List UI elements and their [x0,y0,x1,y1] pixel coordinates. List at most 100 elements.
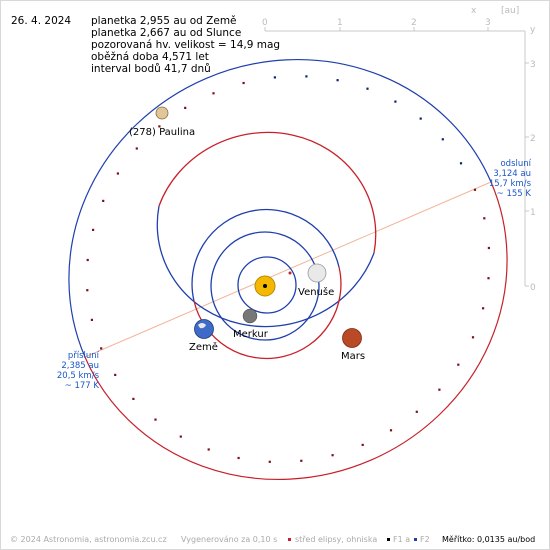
orbit-point [154,418,157,421]
scale-readout: Měřítko: 0,0135 au/bod [442,535,536,544]
legend-f2-marker [414,538,417,541]
y-tick-label: 0 [530,283,536,293]
aphelion-note: odsluní 3,124 au 15,7 km/s ~ 155 K [487,159,531,199]
orbit-point [366,87,369,90]
earth-distance-text: planetka 2,955 au od Země [91,15,237,27]
y-tick-label: 2 [530,134,536,144]
x-tick-label: 3 [485,18,491,28]
asteroid-label: (278) Paulina [129,127,195,138]
orbit-point [459,162,463,165]
legend-f1-marker [387,538,390,541]
orbit-point [92,228,95,231]
orbit-point [415,410,418,413]
generated-time-text: Vygenerováno za 0,10 s [181,535,278,544]
orbit-point [90,318,93,321]
point-interval-text: interval bodů 41,7 dnů [91,63,211,75]
legend-f2-text: F2 [420,535,430,544]
perihelion-note: přísluní 2,385 au 20,5 km/s ~ 177 K [55,351,99,391]
orbit-point [114,373,117,376]
legend-f1-text: F1 a [393,535,411,544]
orbit-point [473,188,477,191]
orbit-point [487,246,490,250]
aphelion-temperature: ~ 155 K [496,189,531,199]
earth-label: Země [189,341,218,353]
y-axis-label: y [530,25,536,35]
orbit-point [394,100,397,103]
orbit-point [300,459,303,462]
perihelion-temperature: ~ 177 K [64,381,99,391]
orbit-point [273,76,276,79]
mercury-label: Merkur [233,329,269,340]
x-axis-ticks [264,27,489,31]
mars-orbit-red [158,131,377,254]
orbit-point [268,460,271,463]
orbit-point [132,397,135,400]
magnitude-text: pozorovaná hv. velikost = 14,9 mag [91,39,281,51]
orbit-point [158,125,161,128]
aphelion-speed: 15,7 km/s [488,179,531,189]
orbit-point [419,117,422,120]
orbit-interval-points [86,75,490,463]
orbit-point [482,307,485,310]
aphelion-distance: 3,124 au [493,169,531,179]
ellipse-center-marker [288,271,292,275]
legend-center-marker [288,538,291,541]
orbit-point [457,363,460,366]
orbit-point [86,289,89,292]
perihelion-speed: 20,5 km/s [56,371,99,381]
orbit-point [438,388,441,391]
y-axis-ticks [525,62,529,287]
asteroid-orbit-red [84,181,508,481]
venus-icon [307,263,327,283]
perihelion-title: přísluní [67,351,99,361]
orbit-point [305,75,308,78]
legend-center-text: střed elipsy, ohniska [295,535,378,544]
sun-distance-text: planetka 2,667 au od Slunce [91,27,242,39]
unit-label: [au] [501,6,519,16]
orbit-point [487,277,490,280]
asteroid-icon [155,106,169,120]
mars-orbit-blue [156,205,375,328]
orbit-point [212,92,215,95]
mercury-orbit [237,256,297,314]
orbit-point [184,106,187,109]
orbit-point [483,217,486,220]
orbit-point [116,172,119,175]
orbit-point [336,79,339,82]
venus-orbit [210,231,320,341]
y-tick-label: 1 [530,208,536,218]
orbit-point [86,258,89,262]
mercury-icon [242,308,258,324]
orbit-point [135,147,138,150]
mars-label: Mars [341,351,365,362]
y-tick-label: 3 [530,60,536,70]
orbit-point [179,435,182,438]
line-of-apsides [84,181,492,358]
aphelion-title: odsluní [500,159,531,169]
orbit-point [207,448,210,451]
x-tick-label: 2 [411,18,417,28]
date-readout: 26. 4. 2024 [11,15,72,27]
orbit-point [471,336,475,339]
earth-icon [194,319,214,339]
copyright-link[interactable]: © 2024 Astronomia, astronomia.zcu.cz [10,535,167,544]
perihelion-distance: 2,385 au [61,361,99,371]
x-tick-label: 1 [337,18,343,28]
orbit-point [361,443,364,446]
venus-label: Venuše [298,286,334,298]
x-axis-label: x [471,6,477,16]
focus-f1-marker [263,284,267,288]
orbit-point [100,347,103,350]
orbit-point [237,456,240,460]
orbit-point [331,454,334,457]
orbit-point [242,81,245,85]
orbit-point [102,199,105,202]
x-tick-label: 0 [262,18,268,28]
orbit-point [441,138,444,141]
orbit-point [389,429,393,432]
earth-orbit-blue [191,208,340,302]
orbital-period-text: oběžná doba 4,571 let [91,51,209,63]
asteroid-info-panel: planetka 2,955 au od Země planetka 2,667… [91,15,280,75]
